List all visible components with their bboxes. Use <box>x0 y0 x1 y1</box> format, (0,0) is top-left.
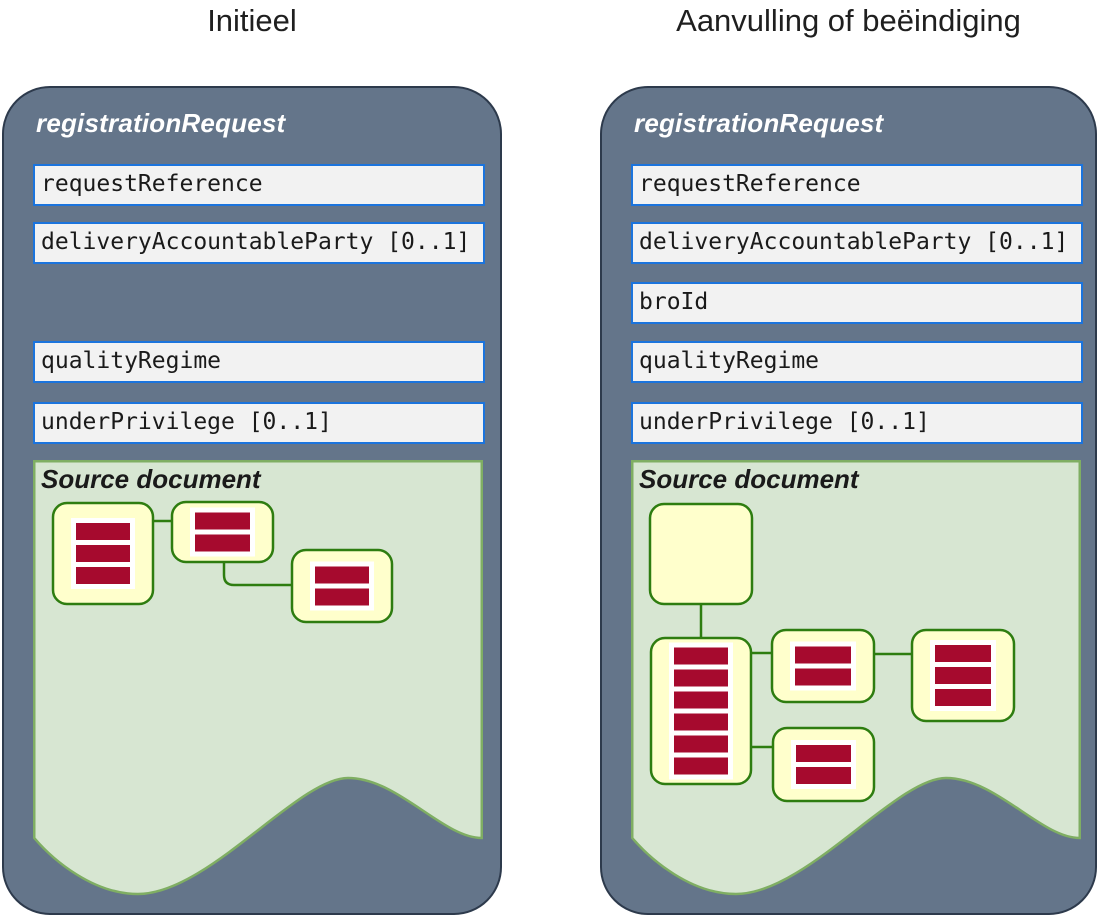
source-document-section: Source document <box>33 460 483 900</box>
panel-header-label: registrationRequest <box>36 108 286 138</box>
column-initieel: Initieel registrationRequest requestRefe… <box>2 0 502 922</box>
text-line-bar <box>674 647 728 665</box>
text-line-bar <box>315 566 369 584</box>
field-quality-regime: qualityRegime <box>33 341 485 383</box>
field-request-reference: requestReference <box>631 164 1083 206</box>
text-line-bar <box>935 667 991 684</box>
text-line-bar <box>674 669 728 687</box>
text-line-bar <box>674 691 728 709</box>
field-quality-regime: qualityRegime <box>631 341 1083 383</box>
column-aanvulling-of-beeindiging: Aanvulling of beëindiging registrationRe… <box>600 0 1097 922</box>
text-line-bar <box>796 745 851 762</box>
registration-request-panel: registrationRequest requestReference del… <box>2 86 502 915</box>
text-line-bar <box>195 534 250 552</box>
field-bro-id: broId <box>631 282 1083 324</box>
text-line-bar <box>795 646 851 664</box>
column-title: Initieel <box>207 3 297 38</box>
column-title: Aanvulling of beëindiging <box>676 3 1021 38</box>
field-request-reference: requestReference <box>33 164 485 206</box>
source-document-canvas <box>631 460 1081 896</box>
field-delivery-accountable-party: deliveryAccountableParty [0..1] <box>631 222 1083 264</box>
text-line-bar <box>76 567 130 584</box>
text-line-bar <box>76 545 130 562</box>
text-line-bar <box>674 735 728 753</box>
text-line-bar <box>796 767 851 784</box>
source-document-label: Source document <box>639 464 859 494</box>
source-document-section: Source document <box>631 460 1081 900</box>
text-line-bar <box>935 645 991 662</box>
source-document-label: Source document <box>41 464 261 494</box>
text-line-bar <box>674 757 728 775</box>
document-node <box>648 502 754 606</box>
field-delivery-accountable-party: deliveryAccountableParty [0..1] <box>33 222 485 264</box>
text-line-bar <box>195 512 250 530</box>
text-line-bar <box>674 713 728 731</box>
text-line-bar <box>76 523 130 540</box>
connector-line <box>222 562 292 587</box>
text-lines-backdrop <box>669 642 733 780</box>
text-line-bar <box>315 588 369 606</box>
source-document-canvas <box>33 460 483 896</box>
registration-request-panel: registrationRequest requestReference del… <box>600 86 1097 915</box>
text-line-bar <box>795 668 851 686</box>
text-line-bar <box>935 689 991 706</box>
field-under-privilege: underPrivilege [0..1] <box>33 402 485 444</box>
panel-header-label: registrationRequest <box>634 108 884 138</box>
field-under-privilege: underPrivilege [0..1] <box>631 402 1083 444</box>
